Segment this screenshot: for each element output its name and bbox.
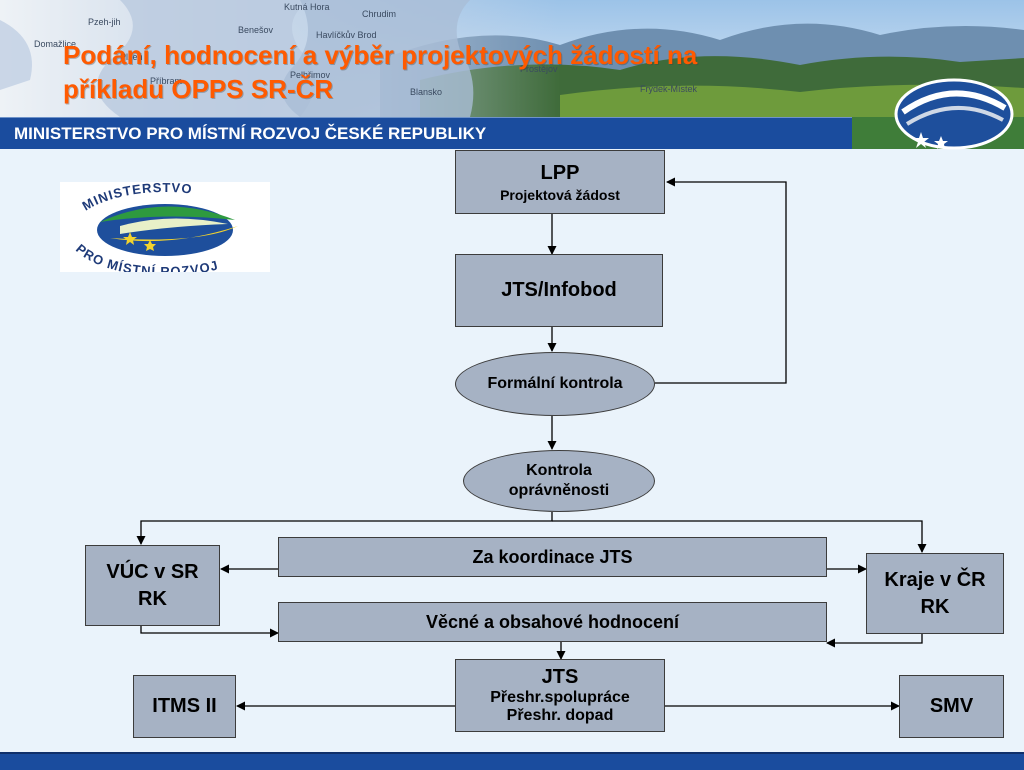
map-label: Plzeň — [120, 52, 143, 62]
map-label: Chrudim — [362, 9, 396, 19]
map-label: Příbram — [150, 76, 182, 86]
node-smv: SMV — [899, 675, 1004, 738]
node-jts-line2: Přeshr. dopad — [506, 707, 614, 724]
node-kraje-line1: Kraje v ČR — [884, 568, 986, 591]
arrow-kraje-to-hodnoceni — [826, 634, 923, 648]
map-label: Prostějov — [520, 64, 558, 74]
header-banner: Pzeh-jih Domažlice Plzeň Kutná Hora Chru… — [0, 0, 1024, 117]
node-vuc-line1: VÚC v SR — [106, 560, 199, 583]
node-jts-infobod: JTS/Infobod — [455, 254, 663, 327]
map-label: Benešov — [238, 25, 274, 35]
emblem-icon — [894, 78, 1014, 150]
node-formalni-kontrola: Formální kontrola — [455, 352, 655, 416]
footer-bar — [0, 752, 1024, 770]
landscape-map-image: Pzeh-jih Domažlice Plzeň Kutná Hora Chru… — [0, 0, 1024, 117]
arrow-to-kraje — [552, 520, 927, 553]
page-title: Podání, hodnocení a výběr projektových ž… — [63, 38, 923, 106]
map-label: Pelhřimov — [290, 70, 331, 80]
map-label: Domažlice — [34, 39, 76, 49]
node-hodnoceni: Věcné a obsahové hodnocení — [278, 602, 827, 642]
node-jts-title: JTS — [541, 666, 579, 688]
node-za-koordinace: Za koordinace JTS — [278, 537, 827, 577]
map-label: Kutná Hora — [284, 2, 330, 12]
map-label: Pzeh-jih — [88, 17, 121, 27]
node-lpp: LPP Projektová žádost — [455, 150, 665, 214]
node-kontrola-line1: Kontrola — [526, 462, 592, 479]
page-title-line2: příkladu OPPS SR-ČR — [63, 74, 334, 104]
node-lpp-subtitle: Projektová žádost — [500, 186, 620, 203]
map-label: Frýdek-Místek — [640, 84, 698, 94]
map-label: Blansko — [410, 87, 442, 97]
ministry-logo: MINISTERSTVO PRO MÍSTNÍ ROZVOJ — [60, 182, 270, 272]
node-jts: JTS Přeshr.spolupráce Přeshr. dopad — [455, 659, 665, 732]
node-kontrola-line2: oprávněnosti — [508, 482, 610, 499]
arrow-to-vuc — [136, 512, 553, 545]
node-vuc: VÚC v SR RK — [85, 545, 220, 626]
node-itms: ITMS II — [133, 675, 236, 738]
node-kontrola-opravnenosti: Kontrola oprávněnosti — [463, 450, 655, 512]
map-label: Havlíčkův Brod — [316, 30, 377, 40]
node-kraje-line2: RK — [920, 595, 950, 618]
node-vuc-line2: RK — [138, 587, 167, 610]
arrow-formal-feedback — [655, 177, 787, 384]
page-title-line1: Podání, hodnocení a výběr projektových ž… — [63, 40, 698, 70]
node-kraje: Kraje v ČR RK — [866, 553, 1004, 634]
node-jts-line1: Přeshr.spolupráce — [490, 689, 630, 706]
node-lpp-title: LPP — [540, 161, 580, 184]
ministry-bar: MINISTERSTVO PRO MÍSTNÍ ROZVOJ ČESKÉ REP… — [0, 117, 852, 149]
arrow-vuc-to-hodnoceni — [140, 626, 279, 638]
